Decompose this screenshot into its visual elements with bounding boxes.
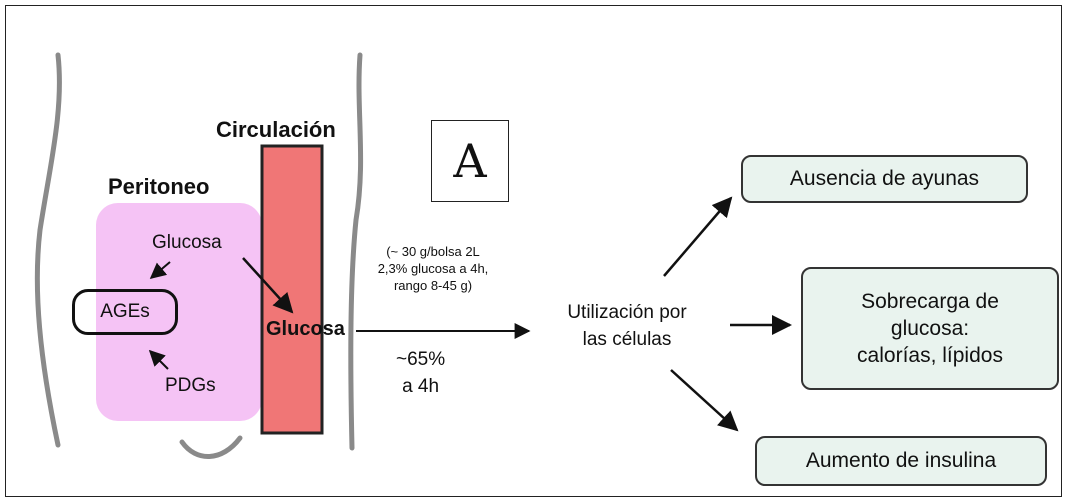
absorption-percent: ~65% bbox=[396, 349, 446, 370]
to-ayunas-arrow bbox=[663, 196, 733, 277]
panel-letter: A bbox=[453, 134, 487, 188]
outcome-ayunas-text: Ausencia de ayunas bbox=[789, 167, 980, 191]
outcome-sobrecarga-line2: glucosa: bbox=[890, 316, 970, 340]
outcome-sobrecarga-box: Sobrecarga de glucosa: calorías, lípidos bbox=[801, 267, 1059, 390]
outcome-insulina-box: Aumento de insulina bbox=[755, 436, 1047, 486]
circulation-vessel bbox=[260, 144, 324, 435]
pdgs-label: PDGs bbox=[165, 375, 216, 396]
outcome-insulina-text: Aumento de insulina bbox=[805, 449, 997, 473]
pdgs-to-ages-arrow bbox=[148, 349, 169, 370]
peritoneum-region bbox=[96, 203, 262, 421]
transport-note-line1: (~ 30 g/bolsa 2L bbox=[386, 244, 480, 259]
transport-note-line3: rango 8-45 g) bbox=[393, 277, 473, 293]
transport-note: (~ 30 g/bolsa 2L 2,3% glucosa a 4h, rang… bbox=[348, 244, 518, 295]
panel-letter-box: A bbox=[431, 120, 509, 202]
to-insulina-arrow bbox=[670, 369, 739, 432]
outcome-sobrecarga-line1: Sobrecarga de bbox=[861, 289, 999, 313]
glucose-to-circulation-arrow bbox=[242, 257, 294, 314]
absorption-time: a 4h bbox=[402, 375, 440, 397]
outcome-sobrecarga-line3: calorías, lípidos bbox=[857, 344, 1003, 368]
torso-outline bbox=[34, 52, 364, 459]
circulation-glucose-label: Glucosa bbox=[266, 318, 345, 340]
cell-utilization-label: Utilización por las células bbox=[534, 300, 720, 353]
cell-utilization-line2: las células bbox=[582, 328, 672, 350]
ages-node: AGEs bbox=[72, 289, 178, 335]
absorption-label: ~65% a 4h bbox=[396, 347, 445, 400]
glucose-to-ages-arrow bbox=[149, 261, 171, 280]
outcome-ayunas-box: Ausencia de ayunas bbox=[741, 155, 1028, 203]
circulation-label: Circulación bbox=[216, 117, 336, 142]
peritoneum-label: Peritoneo bbox=[108, 174, 210, 199]
transport-note-line2: 2,3% glucosa a 4h, bbox=[377, 260, 489, 276]
cell-utilization-line1: Utilización por bbox=[567, 302, 687, 323]
peritoneum-glucose-label: Glucosa bbox=[152, 232, 222, 253]
